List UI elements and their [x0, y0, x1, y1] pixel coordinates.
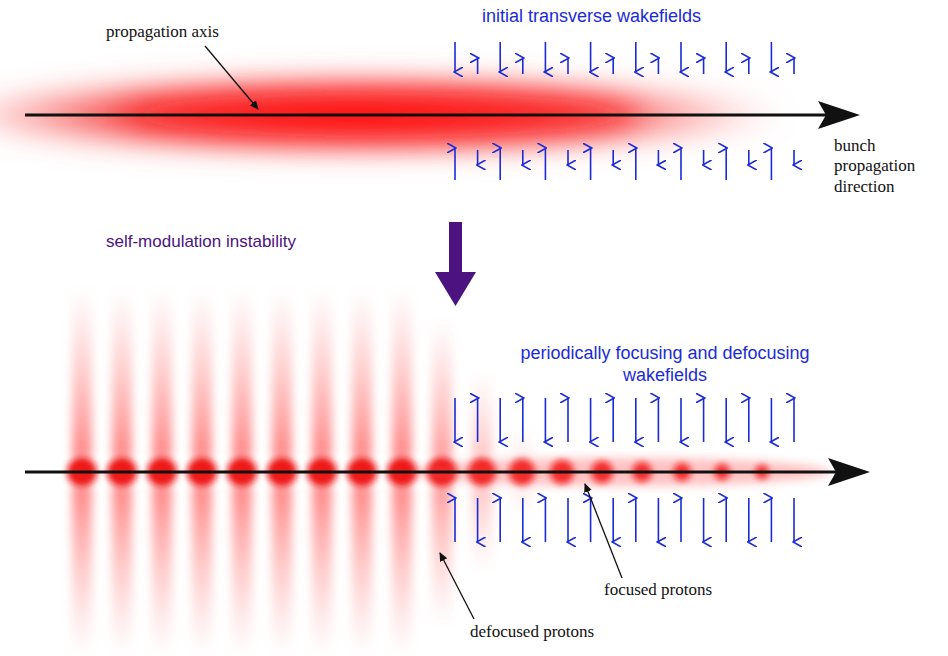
wakefield-label: periodically focusing and defocusing wak…	[520, 343, 810, 386]
wakefield-label: initial transverse wakefields	[482, 6, 782, 28]
proton-label: defocused protons	[470, 622, 650, 642]
axis-label: propagation axis	[106, 22, 256, 42]
direction-label: bunch propagation direction	[834, 136, 944, 197]
proton-label: focused protons	[604, 580, 774, 600]
instability-label: self-modulation instability	[106, 232, 366, 252]
